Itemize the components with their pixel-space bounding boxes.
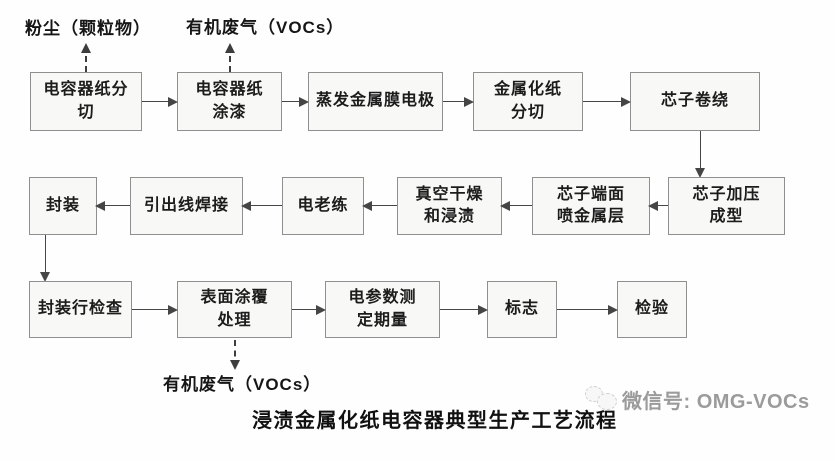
emission-label-vocs-bottom: 有机废气（VOCs） xyxy=(163,375,322,394)
node-paper-slitting: 电容器纸分 切 xyxy=(30,72,142,131)
flow-arrow xyxy=(95,200,130,211)
node-core-winding: 芯子卷绕 xyxy=(630,72,760,131)
emission-label-vocs-top: 有机废气（VOCs） xyxy=(186,18,345,37)
node-final-inspection: 检验 xyxy=(617,281,687,338)
flow-arrow xyxy=(557,304,618,315)
flow-arrow xyxy=(132,304,178,315)
flow-arrow xyxy=(362,200,397,211)
node-electrical-aging: 电老练 xyxy=(282,177,364,235)
flow-arrow xyxy=(443,96,474,107)
flow-arrow xyxy=(440,304,488,315)
flow-arrow xyxy=(292,304,326,315)
node-surface-coating-treatment: 表面涂覆 处理 xyxy=(177,281,292,338)
watermark-text: 微信号: OMG-VOCs xyxy=(622,391,810,413)
wechat-logo-icon xyxy=(583,384,617,412)
node-lead-wire-welding: 引出线焊接 xyxy=(130,177,243,235)
node-core-end-metal-spray: 芯子端面 喷金属层 xyxy=(532,177,650,235)
node-encapsulation: 封装 xyxy=(29,177,97,235)
flow-arrow xyxy=(695,131,706,178)
node-parameter-measurement: 电参数测 定期量 xyxy=(325,281,440,338)
flow-arrow xyxy=(241,200,282,211)
flow-arrow xyxy=(40,235,51,282)
emission-label-dust: 粉尘（颗粒物） xyxy=(25,19,151,38)
node-paper-coating: 电容器纸 涂漆 xyxy=(177,72,282,131)
node-metallized-paper-slitting: 金属化纸 分切 xyxy=(473,72,583,131)
node-evaporate-metal-electrode: 蒸发金属膜电极 xyxy=(308,72,443,131)
node-marking: 标志 xyxy=(487,281,557,338)
flow-arrow xyxy=(648,200,668,211)
node-core-press-forming: 芯子加压 成型 xyxy=(668,177,785,235)
diagram-title: 浸渍金属化纸电容器典型生产工艺流程 xyxy=(252,410,618,432)
node-encapsulation-inspection: 封装行检查 xyxy=(29,281,132,338)
dashed-arrow-vocs-down xyxy=(230,340,240,370)
flow-arrow xyxy=(500,200,532,211)
dashed-arrow-dust-up xyxy=(81,43,91,72)
node-vacuum-drying-impregnation: 真空干燥 和浸渍 xyxy=(397,177,502,235)
dashed-arrow-vocs-up xyxy=(225,43,235,72)
flow-arrow xyxy=(142,96,178,107)
flow-arrow xyxy=(583,96,631,107)
flow-arrow xyxy=(282,96,309,107)
